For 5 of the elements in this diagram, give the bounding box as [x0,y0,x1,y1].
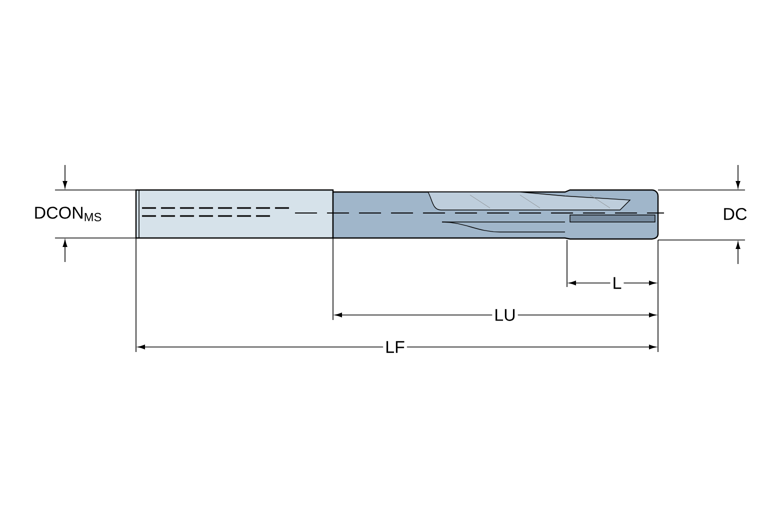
dimension-label: DCON$_{MS}$ [35,206,102,222]
dimension-label: L [610,275,624,291]
dimension-label: LU [492,307,518,323]
dimension-label: LF [383,339,407,355]
dimension-label: DC [724,208,747,220]
